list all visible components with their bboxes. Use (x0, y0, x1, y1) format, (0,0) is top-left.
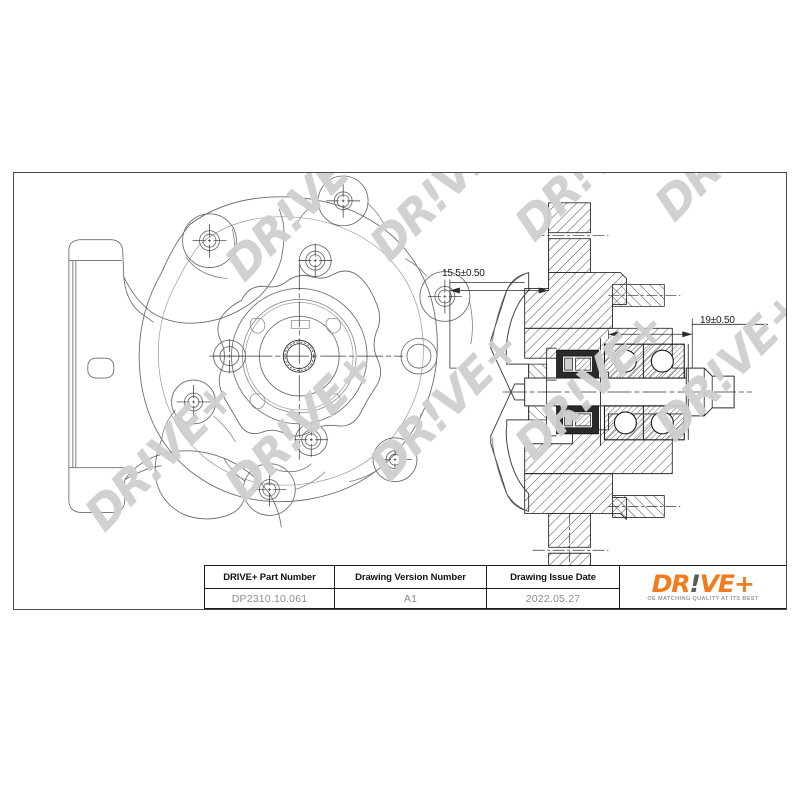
part-number-value: DP2310.10.061 (231, 592, 308, 605)
shaft (502, 367, 753, 417)
title-block-date-cell: Drawing Issue Date 2022.05.27 (486, 565, 619, 609)
mechanical-seal (556, 349, 599, 435)
brand-logo-mark: DR!VE+ (651, 569, 755, 598)
section-view-geometry (449, 202, 769, 586)
dimension-label-15-5: 15.5±0.50 (442, 268, 485, 279)
bolt-holes (171, 175, 471, 516)
drawing-linework (68, 175, 769, 586)
brand-logo-prefix: DR (651, 569, 691, 598)
title-block: DRIVE+ Part Number DP2310.10.061 Drawing… (204, 565, 786, 609)
title-block-part-number-cell: DRIVE+ Part Number DP2310.10.061 (204, 565, 334, 609)
dimension-label-19: 19±0.50 (700, 315, 735, 326)
brand-logo-suffix: VE+ (699, 569, 755, 598)
brand-logo: DR!VE+ OE MATCHING QUALITY AT ITS BEST (620, 566, 786, 608)
bearing-assembly (600, 338, 689, 446)
version-number-value: A1 (403, 592, 418, 605)
title-block-version-cell: Drawing Version Number A1 (334, 565, 486, 609)
front-view-geometry (68, 175, 473, 528)
issue-date-value: 2022.05.27 (525, 592, 581, 605)
title-block-logo-cell: DR!VE+ OE MATCHING QUALITY AT ITS BEST (619, 565, 786, 609)
brand-logo-bang: ! (689, 569, 701, 598)
drawing-frame: DR!VE+DR!VE+DR!VE+DR!VE+DR!VE+DR!VE+DR!V… (13, 172, 787, 610)
version-number-header: Drawing Version Number (335, 566, 486, 589)
dimension-lines (449, 202, 769, 369)
brand-logo-tagline: OE MATCHING QUALITY AT ITS BEST (647, 595, 759, 602)
issue-date-header: Drawing Issue Date (487, 566, 619, 589)
centerlines (176, 183, 463, 507)
part-number-header: DRIVE+ Part Number (205, 566, 334, 589)
